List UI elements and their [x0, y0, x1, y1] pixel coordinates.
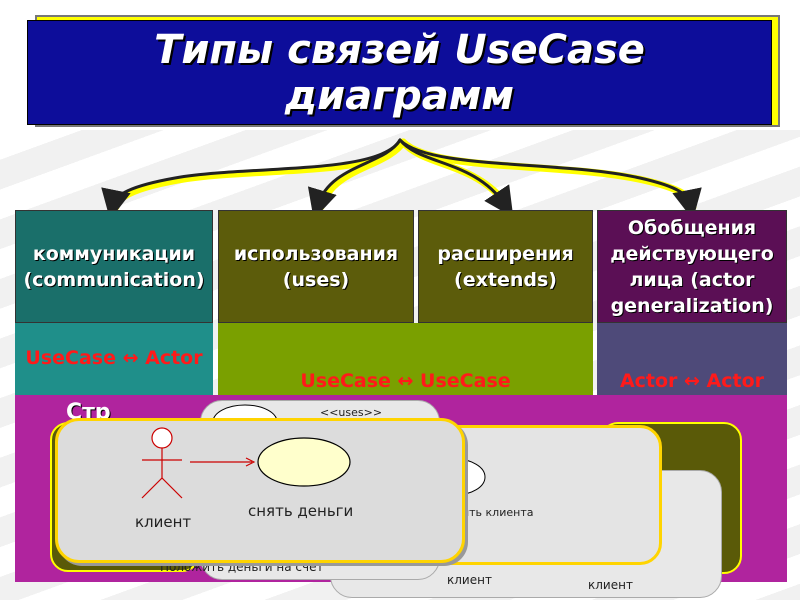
arrow-communication	[101, 138, 402, 220]
mid-actor-label: клиент	[447, 573, 492, 587]
uses-stereotype-label: <<uses>>	[320, 406, 383, 419]
mid-usecase-label: ить клиента	[462, 506, 534, 519]
diagram-title: Типы связей UseCase диаграмм	[154, 26, 645, 119]
relation-actor-actor: Actor ↔ Actor	[597, 323, 787, 395]
relation-actor-actor-label: Actor ↔ Actor	[619, 370, 765, 392]
relation-usecase-actor-label: UseCase ↔ Actor	[25, 347, 203, 369]
deposit-usecase-label: Положить деньги на счет	[160, 560, 324, 574]
relation-usecase-actor: UseCase ↔ Actor	[15, 323, 213, 395]
relation-usecase-usecase-label: UseCase ↔ UseCase	[300, 370, 511, 392]
category-uses: использования (uses)	[218, 210, 414, 323]
arrow-generalization	[398, 138, 702, 220]
communication-example-drawing	[141, 427, 351, 499]
front-actor-label: клиент	[135, 513, 192, 531]
category-uses-label: использования (uses)	[233, 242, 399, 291]
relation-usecase-usecase: UseCase ↔ UseCase	[218, 323, 593, 395]
actor-icon	[141, 427, 183, 499]
arrow-uses	[307, 138, 402, 220]
category-communication: коммуникации (communication)	[15, 210, 213, 323]
category-extends-label: расширения (extends)	[437, 242, 574, 291]
category-generalization: Обобщения действующего лица (actor gener…	[597, 210, 787, 323]
category-generalization-label: Обобщения действующего лица (actor gener…	[610, 216, 774, 317]
category-extends: расширения (extends)	[418, 210, 593, 323]
category-communication-label: коммуникации (communication)	[23, 242, 205, 291]
front-usecase-label: снять деньги	[248, 502, 354, 520]
usecase-ellipse	[257, 437, 351, 487]
title-banner: Типы связей UseCase диаграмм	[27, 20, 772, 125]
front-card-communication	[55, 418, 465, 563]
right-actor-label: клиент	[588, 578, 633, 592]
